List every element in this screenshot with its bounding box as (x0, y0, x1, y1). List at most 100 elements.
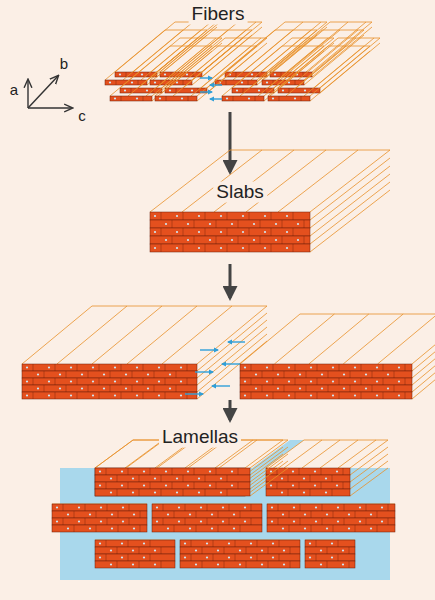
dot (233, 513, 235, 515)
dot (99, 556, 101, 558)
dot (292, 484, 294, 486)
edge-line (412, 342, 435, 392)
brick-line (366, 518, 367, 525)
dot (81, 373, 83, 375)
brick-line (295, 80, 296, 85)
edge-line (310, 190, 390, 252)
edge-line (306, 22, 366, 72)
brick-line (218, 511, 219, 518)
brick-line (116, 80, 117, 85)
dot (220, 491, 222, 493)
dot (187, 484, 189, 486)
edge-line (210, 30, 252, 31)
brick-line (165, 392, 166, 399)
brick-line (332, 489, 333, 496)
dot (48, 366, 50, 368)
edge-line (304, 440, 388, 441)
dot (310, 394, 312, 396)
layered-block (266, 440, 388, 496)
dot (132, 491, 134, 493)
dot (132, 549, 134, 551)
dot (343, 387, 345, 389)
brick-line (172, 482, 173, 489)
dot (282, 513, 284, 515)
dot (99, 470, 101, 472)
dot (187, 239, 189, 241)
dot (37, 387, 39, 389)
dot (348, 527, 350, 529)
brick-line (306, 371, 307, 378)
brick-line (293, 212, 294, 220)
brick-line (255, 96, 256, 101)
dot (376, 380, 378, 382)
dot (277, 373, 279, 375)
edge-line (215, 46, 257, 47)
brick-line (300, 504, 301, 511)
dot (326, 513, 328, 515)
brick-line (243, 88, 244, 93)
layered-block (240, 314, 435, 399)
brick-line (383, 392, 384, 399)
dot (241, 81, 243, 83)
edge-line (343, 314, 403, 364)
brick-line (321, 468, 322, 475)
brick-line (106, 540, 107, 547)
dot (264, 231, 266, 233)
brick-line (248, 80, 249, 85)
dot (158, 380, 160, 382)
dot (303, 477, 305, 479)
dot (231, 223, 233, 225)
brick-line (251, 392, 252, 399)
layered-block (305, 540, 355, 568)
dot (92, 394, 94, 396)
brick-line (227, 212, 228, 220)
layered-block (95, 440, 288, 496)
dot (304, 89, 306, 91)
brick-line (328, 371, 329, 378)
dot (293, 506, 295, 508)
dot (222, 506, 224, 508)
brick-line (202, 547, 203, 554)
dot (100, 520, 102, 522)
brick-line (140, 525, 141, 532)
dot (154, 477, 156, 479)
layered-block (222, 46, 324, 101)
brick-line (227, 244, 228, 252)
dot (255, 373, 257, 375)
dot (198, 231, 200, 233)
brick-line (279, 554, 280, 561)
brick-line (185, 504, 186, 511)
dot (147, 373, 149, 375)
brick-line (161, 228, 162, 236)
brick-line (118, 525, 119, 532)
dot (314, 470, 316, 472)
brick-line (311, 511, 312, 518)
dot (244, 380, 246, 382)
brick-line (150, 482, 151, 489)
chain-layer (95, 547, 175, 554)
brick-line (361, 392, 362, 399)
brick-line (183, 228, 184, 236)
brick-line (154, 371, 155, 378)
dot (121, 470, 123, 472)
dot (286, 231, 288, 233)
chain-layer (305, 547, 355, 554)
dot (198, 491, 200, 493)
dot (220, 247, 222, 249)
brick-line (372, 385, 373, 392)
brick-line (301, 96, 302, 101)
brick-line (388, 504, 389, 511)
dot (110, 563, 112, 565)
chain-layer (267, 525, 395, 532)
brick-line (163, 518, 164, 525)
chain-layer (52, 525, 147, 532)
brick-line (150, 468, 151, 475)
dot (217, 563, 219, 565)
dot (244, 366, 246, 368)
edge-line (125, 440, 163, 468)
edge-line (330, 22, 372, 23)
dot (239, 549, 241, 551)
dot (294, 97, 296, 99)
dot (158, 366, 160, 368)
dot (354, 394, 356, 396)
